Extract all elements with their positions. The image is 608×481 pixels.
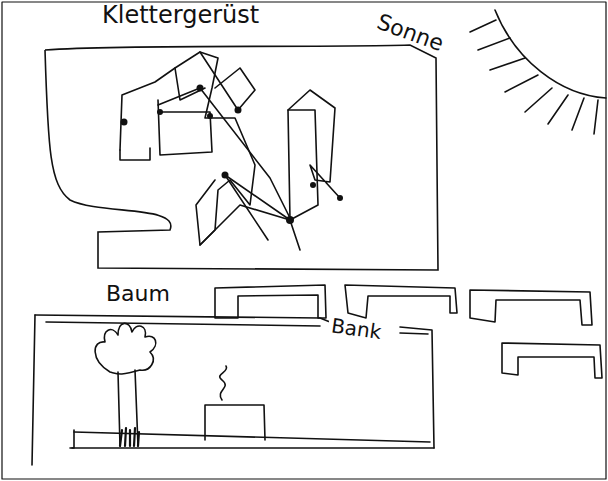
climbing-frame-drawing <box>120 52 340 250</box>
hand-label: Sonne <box>374 10 447 56</box>
joint-dots <box>121 85 344 225</box>
sun-drawing <box>470 10 606 134</box>
box-drawing <box>205 366 265 440</box>
area-heading: Klettergerüst <box>102 2 259 28</box>
hand-label: Bank <box>327 314 386 344</box>
tree-drawing <box>95 323 156 446</box>
bench-drawings <box>215 285 602 378</box>
park-panel <box>32 315 434 465</box>
hand-label: Baum <box>106 282 170 306</box>
climbing-frame-area: Klettergerüst <box>40 0 450 280</box>
area-outline <box>40 0 450 280</box>
